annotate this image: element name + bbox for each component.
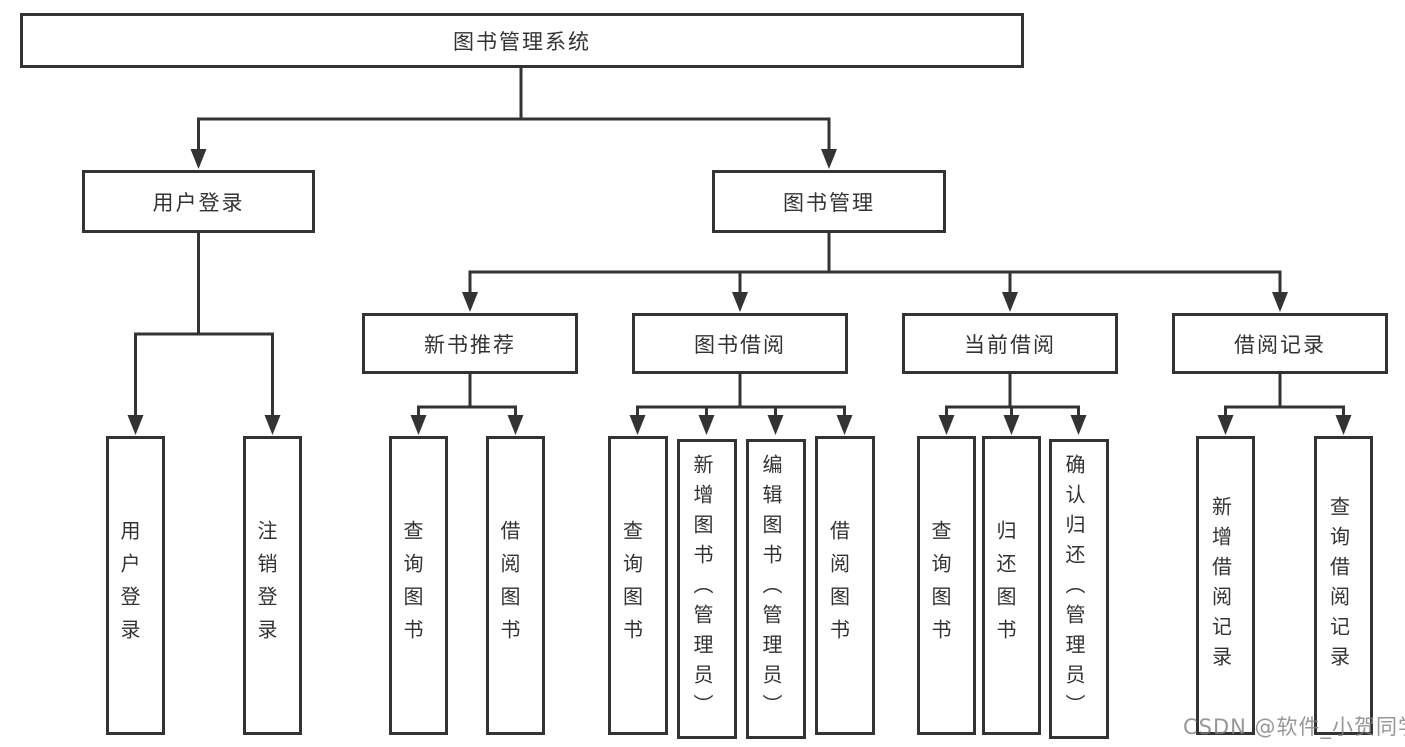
node-root-label: 图书管理系统	[453, 29, 591, 54]
leaf-log-add-record-label: 新增借阅记录	[1208, 495, 1233, 676]
leaf-cur-confirm-return-label: 确认归还（管理员）	[1062, 454, 1086, 724]
node-new-book-rec: 新书推荐	[362, 313, 578, 374]
connector-paths	[134, 68, 1345, 417]
arrowhead-icons	[127, 149, 1352, 435]
node-current-borrow-label: 当前借阅	[964, 332, 1056, 357]
node-book-mgmt-label: 图书管理	[783, 190, 875, 215]
leaf-bor-edit-book: 编辑图书（管理员）	[746, 439, 806, 739]
node-book-borrow-label: 图书借阅	[694, 332, 786, 357]
leaf-logout: 注销登录	[243, 436, 302, 735]
leaf-log-query-record-label: 查询借阅记录	[1326, 495, 1351, 676]
leaf-cur-query-book-label: 查询图书	[928, 519, 952, 652]
leaf-rec-query-book-label: 查询图书	[400, 519, 424, 652]
leaf-bor-add-book: 新增图书（管理员）	[677, 439, 737, 739]
leaf-logout-label: 注销登录	[254, 519, 278, 652]
node-book-borrow: 图书借阅	[632, 313, 848, 374]
leaf-rec-borrow-book: 借阅图书	[486, 436, 545, 735]
leaf-bor-add-book-label: 新增图书（管理员）	[690, 454, 714, 724]
leaf-bor-query-book: 查询图书	[608, 436, 668, 735]
leaf-bor-edit-book-label: 编辑图书（管理员）	[759, 454, 783, 724]
leaf-cur-return-book: 归还图书	[982, 436, 1041, 735]
leaf-cur-confirm-return: 确认归还（管理员）	[1049, 439, 1109, 739]
leaf-bor-query-book-label: 查询图书	[619, 519, 644, 652]
leaf-bor-borrow-book: 借阅图书	[815, 436, 875, 735]
leaf-cur-query-book: 查询图书	[917, 436, 976, 735]
leaf-user-login: 用户登录	[106, 436, 165, 735]
leaf-log-query-record: 查询借阅记录	[1314, 436, 1373, 735]
leaf-bor-borrow-book-label: 借阅图书	[826, 519, 851, 652]
node-root: 图书管理系统	[20, 13, 1024, 68]
node-borrow-records-label: 借阅记录	[1234, 332, 1326, 357]
node-user-login-label: 用户登录	[152, 190, 245, 215]
leaf-rec-query-book: 查询图书	[389, 436, 448, 735]
csdn-watermark: CSDN @软件_小贺同学	[1183, 715, 1405, 739]
node-book-mgmt: 图书管理	[712, 170, 946, 233]
leaf-user-login-label: 用户登录	[117, 519, 141, 652]
node-borrow-records: 借阅记录	[1172, 313, 1388, 374]
leaf-rec-borrow-book-label: 借阅图书	[497, 519, 521, 652]
node-current-borrow: 当前借阅	[902, 313, 1118, 374]
node-new-book-rec-label: 新书推荐	[424, 332, 516, 357]
leaf-log-add-record: 新增借阅记录	[1196, 436, 1255, 735]
leaf-cur-return-book-label: 归还图书	[993, 519, 1017, 652]
node-user-login: 用户登录	[82, 170, 315, 233]
